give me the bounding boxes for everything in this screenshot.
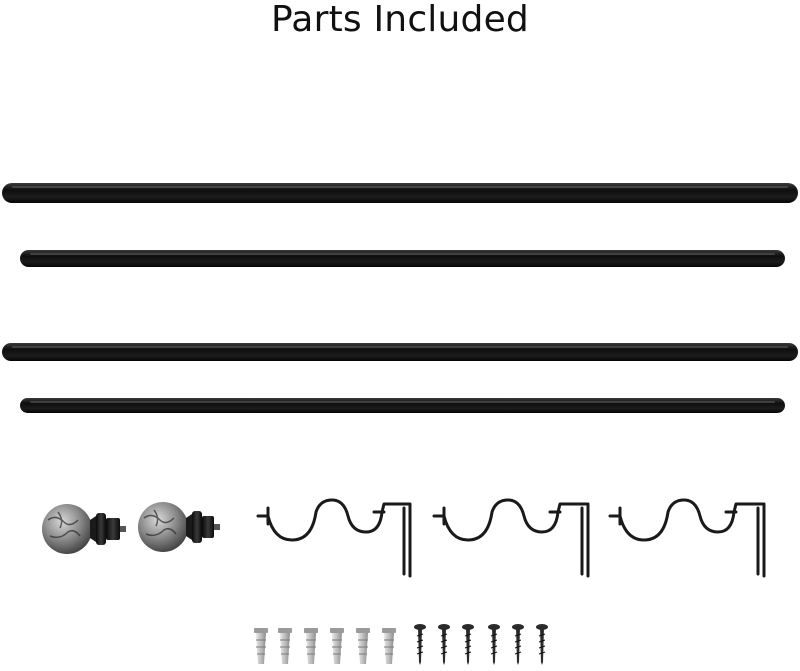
rod-1 (2, 183, 798, 203)
page-title: Parts Included (271, 0, 529, 40)
screw-5 (512, 624, 524, 665)
finials (42, 502, 220, 554)
screw-3 (462, 624, 474, 665)
screw-6 (536, 624, 548, 665)
screw-1 (414, 624, 426, 665)
bracket-2 (432, 498, 590, 578)
anchor-6 (382, 628, 396, 664)
finial-1 (42, 504, 126, 554)
rod-4 (20, 398, 785, 413)
rod-3 (2, 343, 798, 361)
curtain-rods (2, 183, 798, 413)
anchor-3 (304, 628, 318, 664)
screw-4 (488, 624, 500, 665)
rod-2 (20, 250, 785, 267)
bracket-3 (608, 498, 766, 578)
bracket-1 (256, 498, 412, 578)
finial-2 (138, 502, 220, 552)
brackets (256, 498, 766, 578)
anchor-4 (330, 628, 344, 664)
anchor-1 (254, 628, 268, 664)
screw-2 (438, 624, 450, 665)
screws (414, 624, 548, 665)
wall-anchors (254, 628, 396, 664)
anchor-2 (278, 628, 292, 664)
anchor-5 (356, 628, 370, 664)
